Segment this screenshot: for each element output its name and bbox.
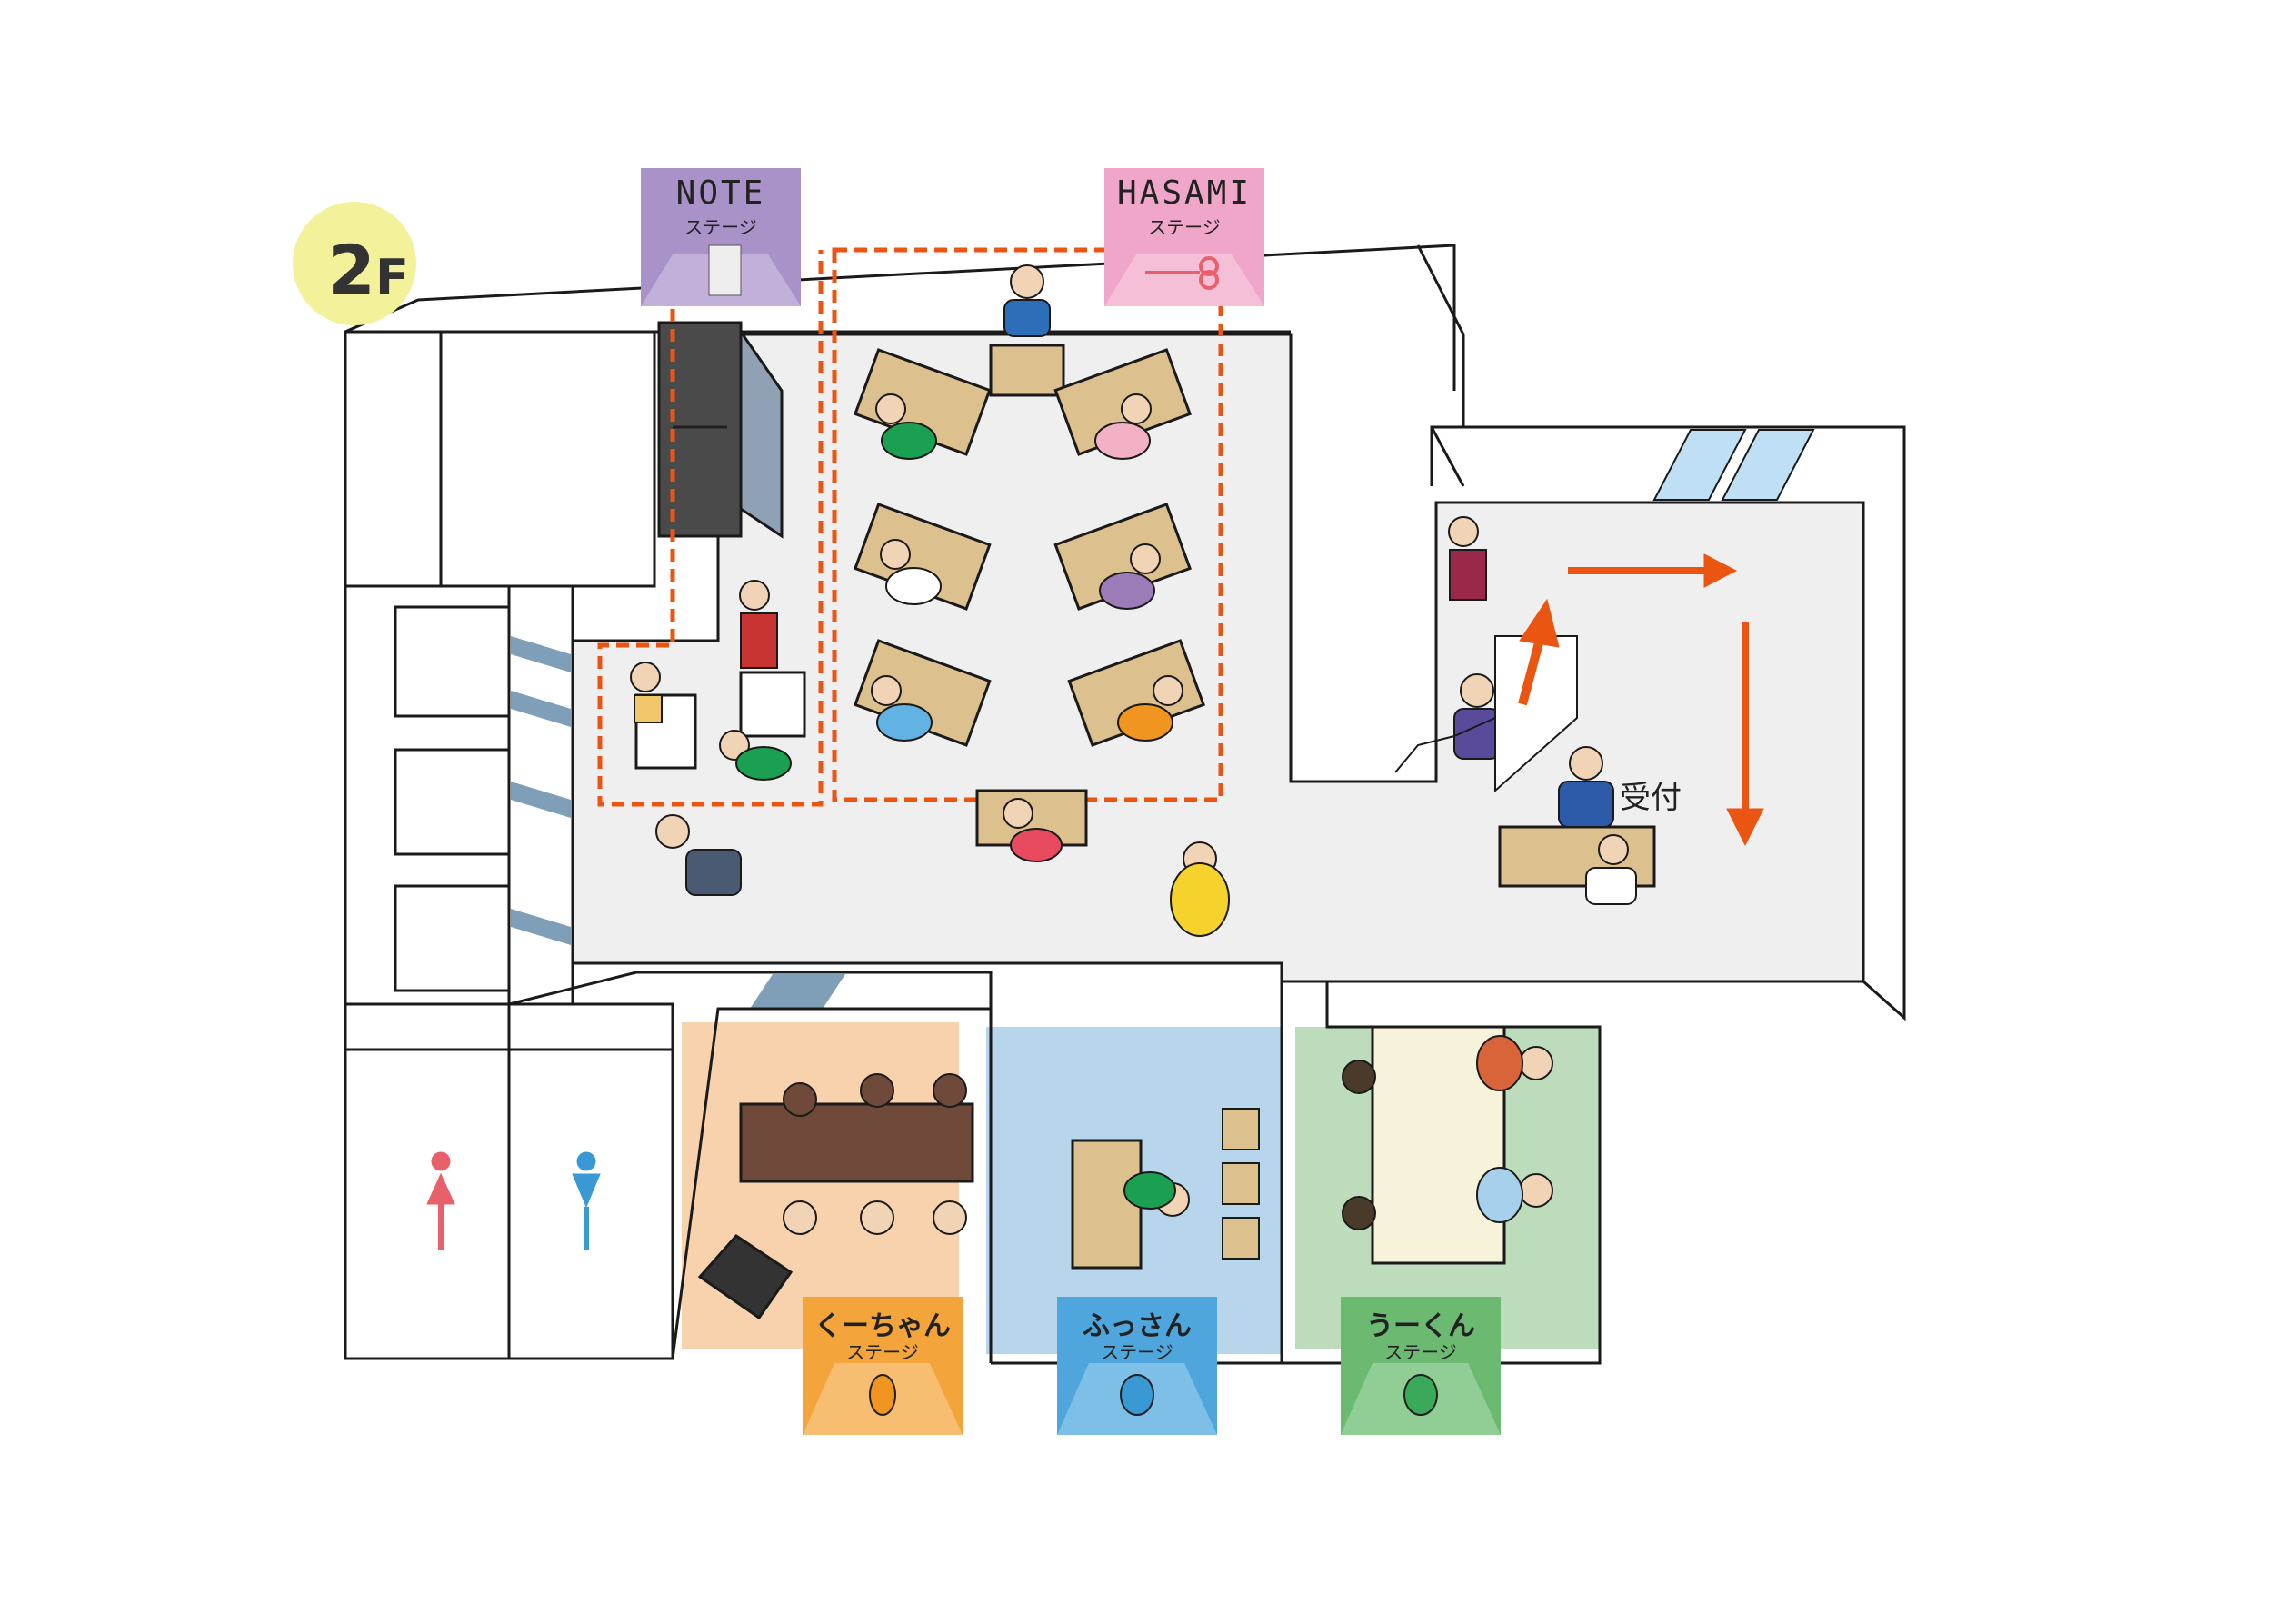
- window: [1721, 429, 1815, 501]
- window: [511, 636, 571, 672]
- ukun-character-icon: [1403, 1374, 1438, 1416]
- hasami-stage-subtitle: ステージ: [1148, 216, 1221, 238]
- kuchan-stage-subtitle: ステージ: [846, 1341, 919, 1363]
- hasami-stage-title: HASAMI: [1116, 174, 1253, 212]
- wall-ukun: [1280, 980, 1602, 1365]
- wall-kuchan: [671, 1007, 993, 1363]
- fussan-stage-title: ふっさん: [1083, 1310, 1192, 1342]
- kuchan-stage-sign[interactable]: [803, 1297, 963, 1435]
- wall-middle: [508, 971, 993, 1009]
- window: [511, 782, 571, 818]
- wall-top-right: [1416, 244, 1465, 427]
- note-stage-sign[interactable]: [641, 168, 801, 306]
- scissors-icon: [1145, 256, 1219, 290]
- fussan-stage-sign[interactable]: [1057, 1297, 1217, 1435]
- floor-badge: [293, 202, 416, 325]
- monitor: [697, 1234, 794, 1320]
- window: [750, 974, 845, 1009]
- chairs: [1222, 1108, 1260, 1260]
- podium: [989, 344, 1065, 397]
- left-block: [439, 330, 656, 588]
- tables: [634, 344, 1656, 1270]
- kuchan-stage-title: くーちゃん: [814, 1310, 951, 1342]
- wall-right-edge: [1430, 426, 1465, 487]
- locker: [394, 605, 511, 718]
- window: [1652, 429, 1747, 501]
- window: [511, 909, 571, 945]
- kuchan-character-icon: [869, 1374, 896, 1416]
- window: [511, 691, 571, 727]
- locker: [394, 884, 511, 992]
- floor-label: 2F: [327, 230, 409, 311]
- locker: [394, 748, 511, 856]
- ukun-stage-subtitle: ステージ: [1384, 1341, 1457, 1363]
- ukun-stage-sign[interactable]: [1341, 1297, 1501, 1435]
- reception-label: 受付: [1620, 780, 1682, 816]
- hasami-stage-sign[interactable]: [1104, 168, 1264, 306]
- ukun-stage-title: うーくん: [1366, 1310, 1475, 1342]
- staircase: [1394, 635, 1578, 793]
- notebook-icon: [708, 244, 742, 296]
- female-restroom-icon: [426, 1151, 455, 1250]
- left-block: [344, 330, 443, 588]
- route-arrow-icon: [1518, 553, 1764, 847]
- note-stage-subtitle: ステージ: [684, 216, 757, 238]
- female-restroom: [344, 1002, 511, 1360]
- window: [739, 327, 784, 539]
- people: [630, 264, 1637, 1235]
- wall-right: [1430, 425, 1906, 1021]
- note-area-border: [597, 250, 824, 807]
- fussan-character-icon: [1120, 1374, 1154, 1416]
- fussan-stage-subtitle: ステージ: [1101, 1341, 1173, 1363]
- note-stage-title: NOTE: [675, 174, 766, 212]
- male-restroom-icon: [572, 1151, 601, 1250]
